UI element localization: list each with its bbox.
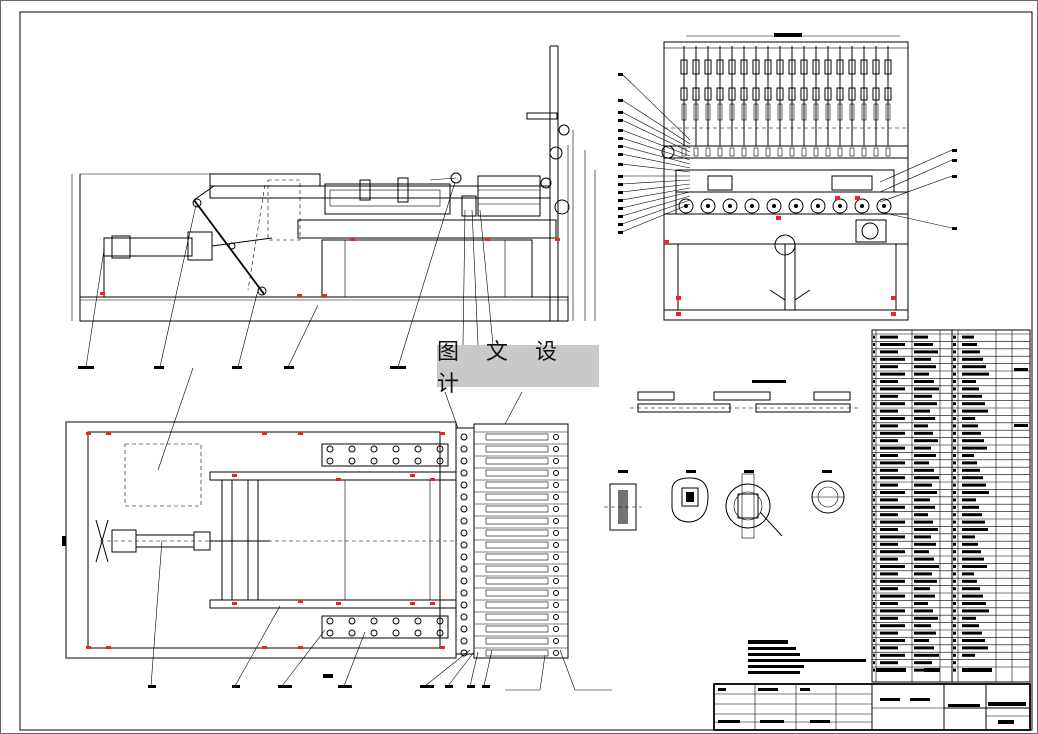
bolt-holes [326, 445, 444, 637]
technical-notes [748, 640, 866, 674]
needle-array [680, 46, 892, 157]
title-block [713, 683, 1031, 731]
parts-list [871, 329, 1031, 683]
detail-layout [630, 380, 858, 413]
side-view [618, 33, 957, 321]
front-view [71, 45, 596, 369]
watermark-label: 图 文 设 计 [437, 340, 599, 397]
plan-view [62, 367, 612, 691]
feed-rows [460, 431, 568, 657]
roller-row [678, 198, 892, 214]
section-details [604, 470, 845, 539]
